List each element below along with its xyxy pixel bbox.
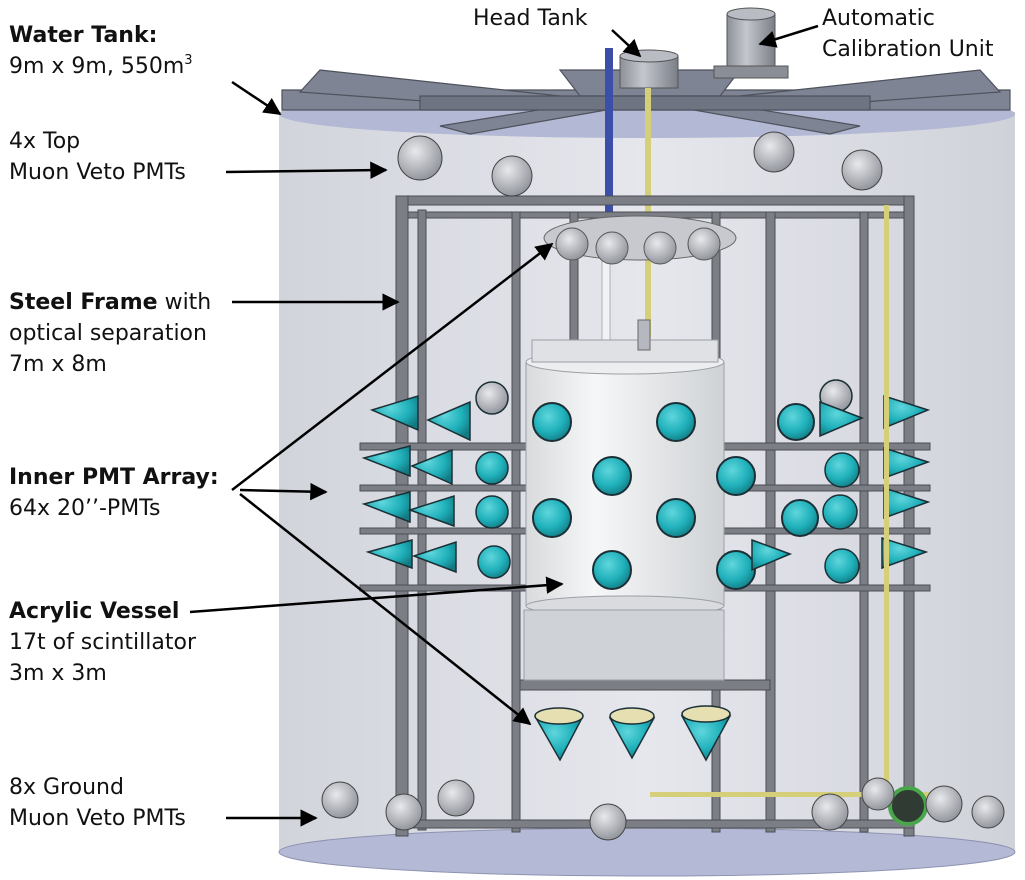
steel-frame-line3: 7m x 8m [9, 352, 107, 377]
label-steel-frame: Steel Frame with optical separation 7m x… [9, 287, 211, 380]
water-tank-title: Water Tank: [9, 23, 158, 48]
steel-frame-line2: optical separation [9, 321, 207, 346]
label-head-tank: Head Tank [473, 3, 587, 34]
arrow-calibration-unit [758, 24, 819, 48]
calibration-unit [713, 7, 789, 79]
label-calibration-unit: Automatic Calibration Unit [822, 3, 993, 65]
calibration-unit-line1: Automatic [822, 6, 935, 31]
acrylic-vessel-title: Acrylic Vessel [9, 599, 180, 624]
lower-support [523, 609, 725, 681]
leader-arrows [189, 24, 819, 827]
arrow-acrylic-vessel [189, 576, 564, 614]
inner-pmt-array-title: Inner PMT Array: [9, 465, 219, 490]
left-side-pmts [361, 381, 511, 579]
water-tank-size: 9m x 9m, 550m3 [9, 53, 193, 79]
label-inner-pmt-array: Inner PMT Array: 64x 20’’-PMTs [9, 462, 219, 524]
water-tank-superscript: 3 [184, 53, 193, 68]
ground-muon-veto-line1: 8x Ground [9, 775, 124, 800]
bottom-inner-pmts [534, 705, 732, 762]
top-muon-veto-line1: 4x Top [9, 129, 81, 154]
top-muon-veto-pmts [397, 131, 883, 197]
label-ground-muon-veto: 8x Ground Muon Veto PMTs [9, 772, 186, 834]
inner-pmt-array [532, 402, 819, 590]
ground-muon-veto-pmts [321, 777, 1005, 841]
top-inner-pmt-ring [543, 215, 737, 265]
blue-pipe [605, 48, 613, 228]
arrow-inner-pmt-2 [239, 482, 328, 501]
yellow-cable-vertical [884, 205, 889, 795]
arrow-top-muon-veto [225, 161, 388, 179]
label-acrylic-vessel: Acrylic Vessel 17t of scintillator 3m x … [9, 596, 196, 689]
label-top-muon-veto: 4x Top Muon Veto PMTs [9, 126, 186, 188]
arrow-inner-pmt-1 [231, 242, 554, 491]
inner-pmt-array-count: 64x 20’’-PMTs [9, 496, 161, 521]
head-tank-text: Head Tank [473, 6, 588, 31]
arrow-head-tank [611, 29, 642, 58]
yellow-cable [650, 792, 930, 797]
tank-lid [281, 69, 1011, 135]
top-muon-veto-line2: Muon Veto PMTs [9, 160, 186, 185]
ground-muon-veto-line2: Muon Veto PMTs [9, 806, 186, 831]
steel-frame-title-suffix: with [157, 290, 212, 315]
acrylic-vessel-line2: 17t of scintillator [9, 630, 196, 655]
steel-frame-title: Steel Frame [9, 290, 158, 315]
acrylic-vessel-line3: 3m x 3m [9, 661, 107, 686]
calibration-unit-line2: Calibration Unit [822, 37, 994, 62]
arrow-water-tank [231, 80, 282, 116]
label-water-tank: Water Tank: 9m x 9m, 550m3 [9, 20, 193, 82]
green-cable-reel [888, 786, 928, 826]
arrow-inner-pmt-3 [239, 493, 532, 726]
